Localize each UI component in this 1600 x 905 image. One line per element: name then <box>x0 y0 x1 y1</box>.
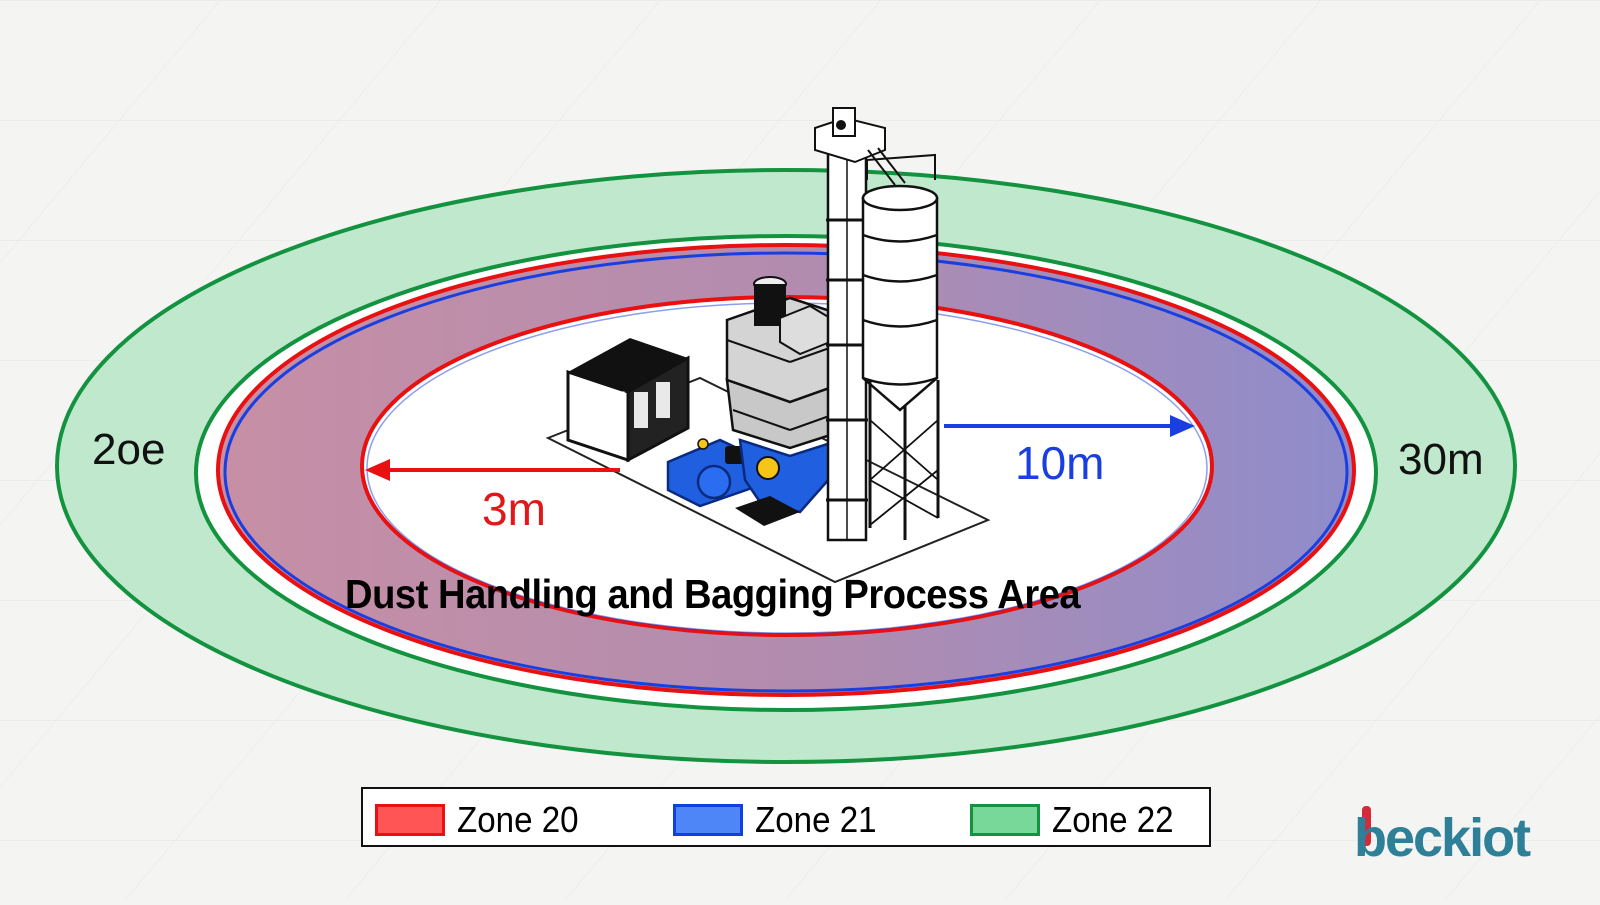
beckiot-logo: beckiot <box>1354 806 1533 864</box>
legend-label: Zone 20 <box>457 799 579 840</box>
legend-item-zone-22: Zone 22 <box>970 799 1184 841</box>
legend-item-zone-20: Zone 20 <box>375 799 589 841</box>
zone-legend: Zone 20 Zone 21 Zone 22 <box>361 787 1211 847</box>
outer-zone-label-right: 30m <box>1398 435 1484 484</box>
zone-20-swatch <box>375 804 445 836</box>
legend-item-zone-21: Zone 21 <box>673 799 887 841</box>
blower-motor-icon <box>666 438 756 508</box>
logo-text: beckiot <box>1354 808 1531 864</box>
zone-22-swatch <box>970 804 1040 836</box>
zone-21-swatch <box>673 804 743 836</box>
bucket-elevator-icon <box>814 107 906 542</box>
radius-3m-arrow <box>365 459 620 481</box>
legend-label: Zone 22 <box>1052 799 1174 840</box>
inner-radius-label: 3m <box>482 483 546 535</box>
equipment-illustration <box>545 107 991 584</box>
control-cabinet-icon <box>566 338 690 463</box>
middle-radius-label: 10m <box>1015 437 1105 489</box>
legend-label: Zone 21 <box>755 799 877 840</box>
outer-zone-label-left: 2oe <box>92 425 166 474</box>
radius-10m-arrow <box>944 415 1195 437</box>
storage-silo-icon <box>861 153 940 540</box>
area-title: Dust Handling and Bagging Process Area <box>345 571 1081 617</box>
